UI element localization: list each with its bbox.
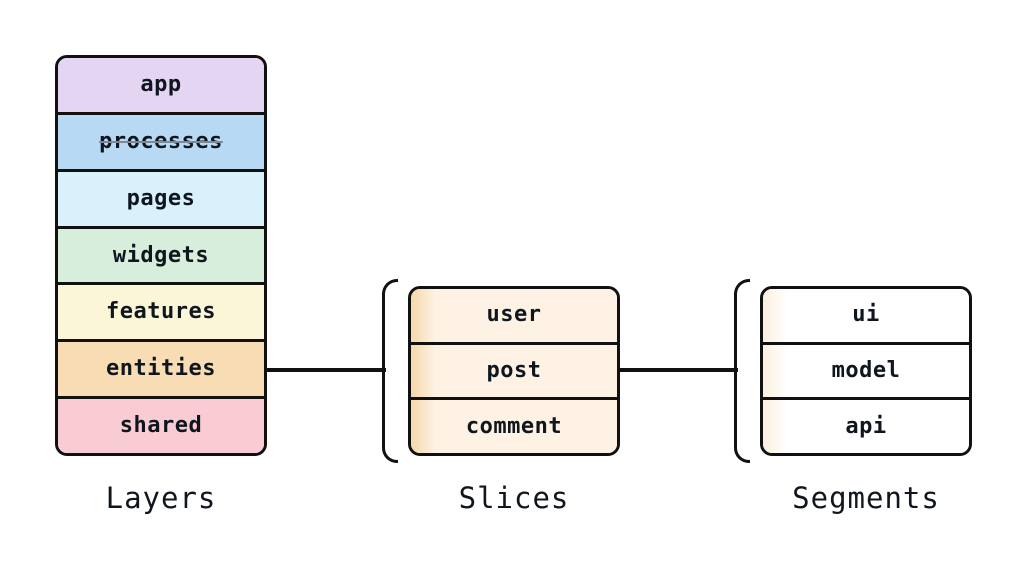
layer-row-pages: pages <box>58 168 264 226</box>
layer-row-widgets-label: widgets <box>112 242 210 268</box>
layer-row-app: app <box>58 58 264 112</box>
layer-row-pages-label: pages <box>126 185 196 211</box>
layer-row-shared: shared <box>58 396 264 453</box>
slices-bracket <box>382 279 398 463</box>
slice-row-comment: comment <box>411 397 617 453</box>
slice-row-post: post <box>411 341 617 398</box>
segments-box: ui model api <box>760 286 972 456</box>
layer-row-widgets: widgets <box>58 225 264 283</box>
segment-row-api-label: api <box>845 413 887 439</box>
layer-row-features: features <box>58 282 264 340</box>
layer-row-app-label: app <box>140 71 182 97</box>
layer-row-features-label: features <box>106 299 216 325</box>
segment-row-ui: ui <box>763 289 969 342</box>
segment-row-model-label: model <box>831 358 901 383</box>
layer-row-entities-label: entities <box>106 356 216 382</box>
slices-box: user post comment <box>408 286 620 456</box>
layer-row-entities: entities <box>58 339 264 397</box>
segments-label: Segments <box>792 481 940 515</box>
slice-row-post-label: post <box>486 358 542 383</box>
slices-label: Slices <box>458 481 570 515</box>
layer-row-shared-label: shared <box>119 413 203 439</box>
layers-box: app processes pages widgets features ent… <box>55 55 267 456</box>
slice-row-comment-label: comment <box>465 413 563 439</box>
connector-slices-to-segments <box>618 368 738 372</box>
segments-bracket <box>734 279 750 463</box>
layer-row-processes-label: processes <box>99 128 223 154</box>
connector-layers-to-slices <box>265 368 386 372</box>
layer-row-processes: processes <box>58 111 264 169</box>
segment-row-model: model <box>763 341 969 398</box>
segment-row-api: api <box>763 397 969 453</box>
segment-row-ui-label: ui <box>852 302 880 328</box>
slice-row-user: user <box>411 289 617 342</box>
slice-row-user-label: user <box>486 302 542 328</box>
layers-label: Layers <box>105 481 217 515</box>
